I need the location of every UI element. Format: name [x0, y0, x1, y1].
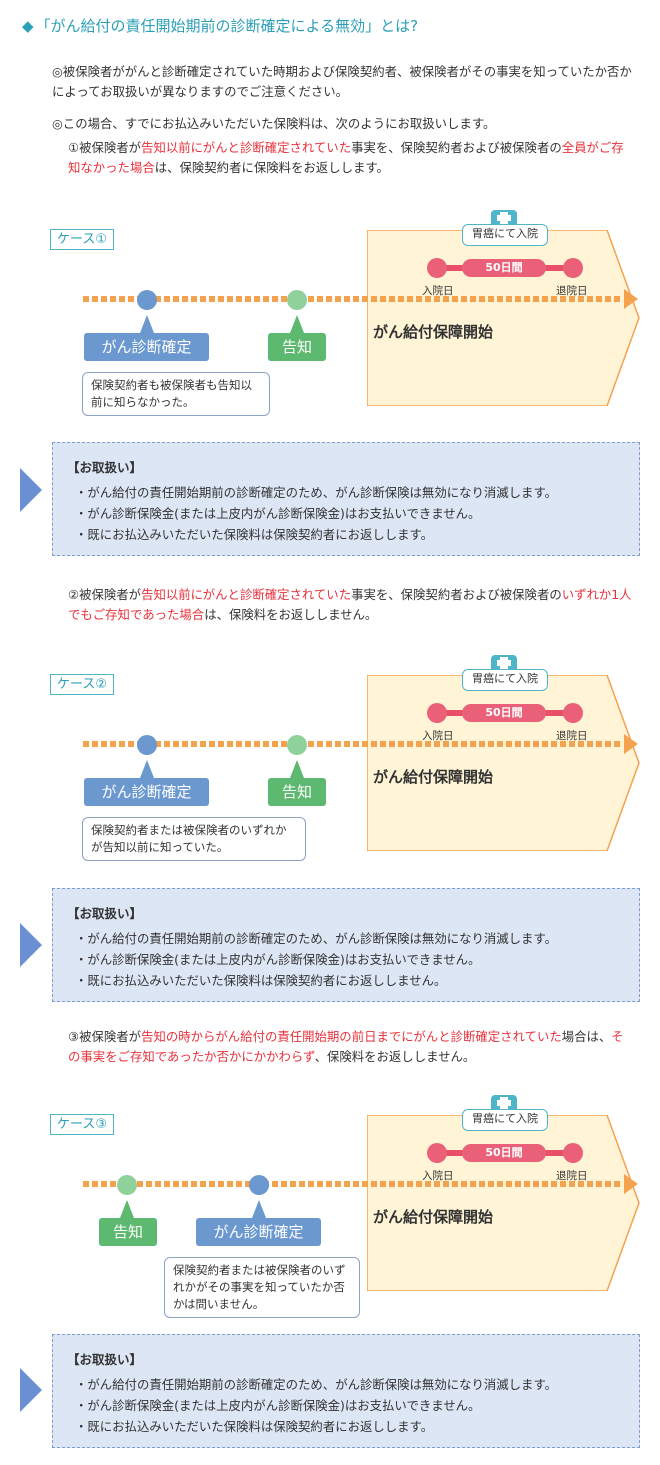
admit-dot: [427, 703, 447, 723]
notice-tag: 告知: [99, 1218, 157, 1246]
coverage-start-label: がん給付保障開始: [373, 768, 494, 786]
notice-tag: 告知: [268, 778, 326, 806]
notice-dot: [117, 1175, 137, 1195]
handling-box-3: 【お取扱い】 ・がん給付の責任開始期前の診断確定のため、がん診断保険は無効になり…: [52, 1334, 640, 1448]
timeline: [83, 1181, 623, 1187]
case-note: 保険契約者も被保険者も告知以前に知らなかった。: [82, 372, 270, 416]
notice-tag: 告知: [268, 333, 326, 361]
case-label: ケース①: [50, 229, 115, 250]
case2-description: ②被保険者が告知以前にがんと診断確定されていた事実を、保険契約者および被保険者の…: [68, 587, 632, 622]
hospital-label: 胃癌にて入院: [462, 1109, 548, 1131]
discharge-label: 退院日: [556, 1170, 588, 1182]
notice-dot: [287, 290, 307, 310]
box-item: ・がん給付の責任開始期前の診断確定のため、がん診断保険は無効になり消滅します。: [75, 1377, 557, 1392]
case1-description: ①被保険者が告知以前にがんと診断確定されていた事実を、保険契約者および被保険者の…: [68, 140, 624, 175]
box-item: ・既にお払込みいただいた保険料は保険契約者にお返ししません。: [75, 973, 447, 988]
diagnosis-tag: がん診断確定: [84, 778, 209, 806]
timeline: [83, 296, 623, 302]
timeline-arrow-icon: [624, 734, 638, 754]
admit-dot: [427, 258, 447, 278]
timeline: [83, 741, 623, 747]
diagnosis-tag: がん診断確定: [196, 1218, 321, 1246]
arrow-right-icon: [20, 1368, 42, 1412]
case3-description: ③被保険者が告知の時からがん給付の責任開始期の前日までにがんと診断確定されていた…: [68, 1029, 624, 1064]
days-label: 50日間: [462, 1144, 546, 1162]
arrow-right-icon: [20, 923, 42, 967]
admit-label: 入院日: [422, 730, 454, 742]
admit-dot: [427, 1143, 447, 1163]
case-label: ケース③: [50, 1114, 115, 1135]
box-item: ・がん診断保険金(または上皮内がん診断保険金)はお支払いできません。: [75, 506, 481, 521]
box-title: 【お取扱い】: [67, 460, 143, 475]
handling-box-2: 【お取扱い】 ・がん給付の責任開始期前の診断確定のため、がん診断保険は無効になり…: [52, 888, 640, 1002]
hospital-cross-icon: [491, 1095, 517, 1109]
discharge-label: 退院日: [556, 285, 588, 297]
box-item: ・がん給付の責任開始期前の診断確定のため、がん診断保険は無効になり消滅します。: [75, 485, 557, 500]
admit-label: 入院日: [422, 285, 454, 297]
discharge-label: 退院日: [556, 730, 588, 742]
days-label: 50日間: [462, 704, 546, 722]
hospital-cross-icon: [491, 655, 517, 669]
discharge-dot: [563, 1143, 583, 1163]
discharge-dot: [563, 703, 583, 723]
box-item: ・がん給付の責任開始期前の診断確定のため、がん診断保険は無効になり消滅します。: [75, 931, 557, 946]
notice-dot: [287, 735, 307, 755]
case1-diagram: ケース① 胃癌にて入院 50日間 入院日 退院日 がん給付保障開始 がん診断確定…: [0, 208, 660, 428]
discharge-dot: [563, 258, 583, 278]
diamond-icon: ◆: [22, 17, 34, 35]
timeline-arrow-icon: [624, 1174, 638, 1194]
coverage-start-label: がん給付保障開始: [373, 1208, 494, 1226]
box-item: ・既にお払込みいただいた保険料は保険契約者にお返しします。: [75, 1419, 434, 1434]
handling-box-1: 【お取扱い】 ・がん給付の責任開始期前の診断確定のため、がん診断保険は無効になり…: [52, 442, 640, 556]
days-label: 50日間: [462, 259, 546, 277]
diagnosis-pointer: [140, 315, 154, 333]
diagnosis-dot: [137, 290, 157, 310]
diagnosis-dot: [137, 735, 157, 755]
notice-pointer: [120, 1200, 134, 1218]
hospital-label: 胃癌にて入院: [462, 224, 548, 246]
notice-pointer: [290, 315, 304, 333]
case-label: ケース②: [50, 674, 115, 695]
box-title: 【お取扱い】: [67, 1352, 143, 1367]
box-item: ・がん診断保険金(または上皮内がん診断保険金)はお支払いできません。: [75, 952, 481, 967]
arrow-right-icon: [20, 468, 42, 512]
box-item: ・がん診断保険金(または上皮内がん診断保険金)はお支払いできません。: [75, 1398, 481, 1413]
coverage-start-label: がん給付保障開始: [373, 323, 494, 341]
box-title: 【お取扱い】: [67, 906, 143, 921]
diagnosis-pointer: [252, 1200, 266, 1218]
diagnosis-tag: がん診断確定: [84, 333, 209, 361]
notice-pointer: [290, 760, 304, 778]
intro-paragraph-2: ◎この場合、すでにお払込みいただいた保険料は、次のようにお取扱いします。: [52, 116, 496, 131]
admit-label: 入院日: [422, 1170, 454, 1182]
box-item: ・既にお払込みいただいた保険料は保険契約者にお返しします。: [75, 527, 434, 542]
page-title: ◆「がん給付の責任開始期前の診断確定による無効」とは?: [22, 17, 419, 35]
case2-diagram: ケース② 胃癌にて入院 50日間 入院日 退院日 がん給付保障開始 がん診断確定…: [0, 653, 660, 873]
intro-paragraph-1: ◎被保険者ががんと診断確定されていた時期および保険契約者、被保険者がその事実を知…: [52, 64, 632, 99]
case-note: 保険契約者または被保険者のいずれかが告知以前に知っていた。: [82, 817, 306, 861]
hospital-label: 胃癌にて入院: [462, 669, 548, 691]
case3-diagram: ケース③ 胃癌にて入院 50日間 入院日 退院日 がん給付保障開始 告知 がん診…: [0, 1093, 660, 1323]
timeline-arrow-icon: [624, 289, 638, 309]
diagnosis-dot: [249, 1175, 269, 1195]
hospital-cross-icon: [491, 210, 517, 224]
case-note: 保険契約者または被保険者のいずれかがその事実を知っていたか否かは問いません。: [164, 1257, 360, 1318]
diagnosis-pointer: [140, 760, 154, 778]
